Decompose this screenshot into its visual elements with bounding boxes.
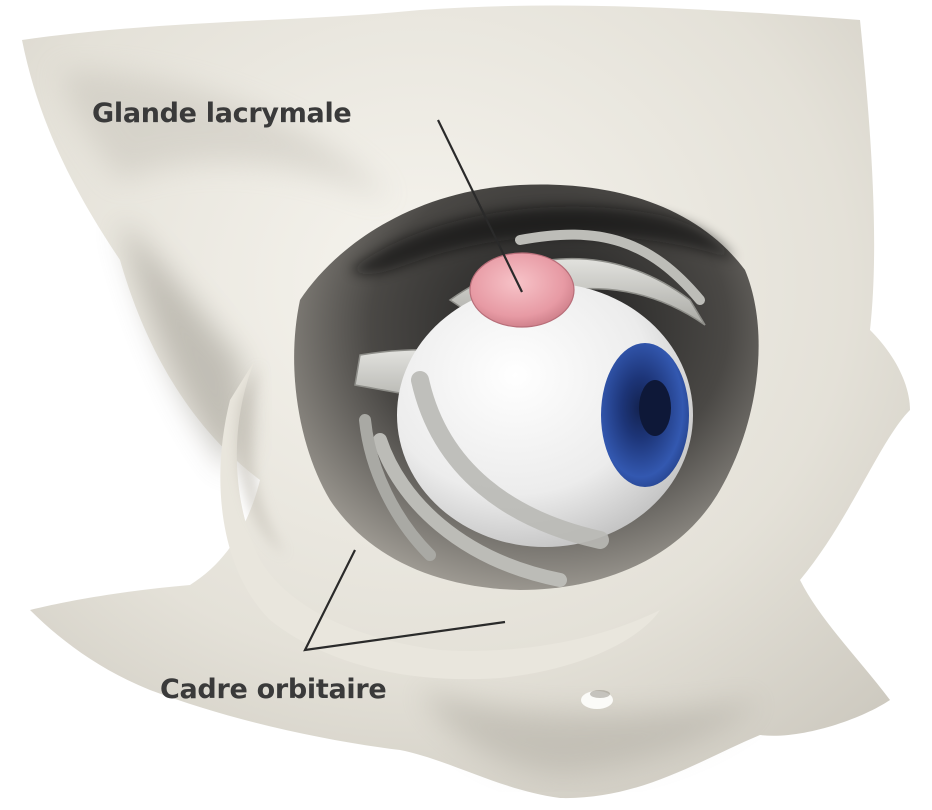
lacrimal-gland-label: Glande lacrymale	[92, 98, 351, 129]
orbital-rim-label: Cadre orbitaire	[160, 674, 386, 705]
iris	[601, 343, 689, 487]
